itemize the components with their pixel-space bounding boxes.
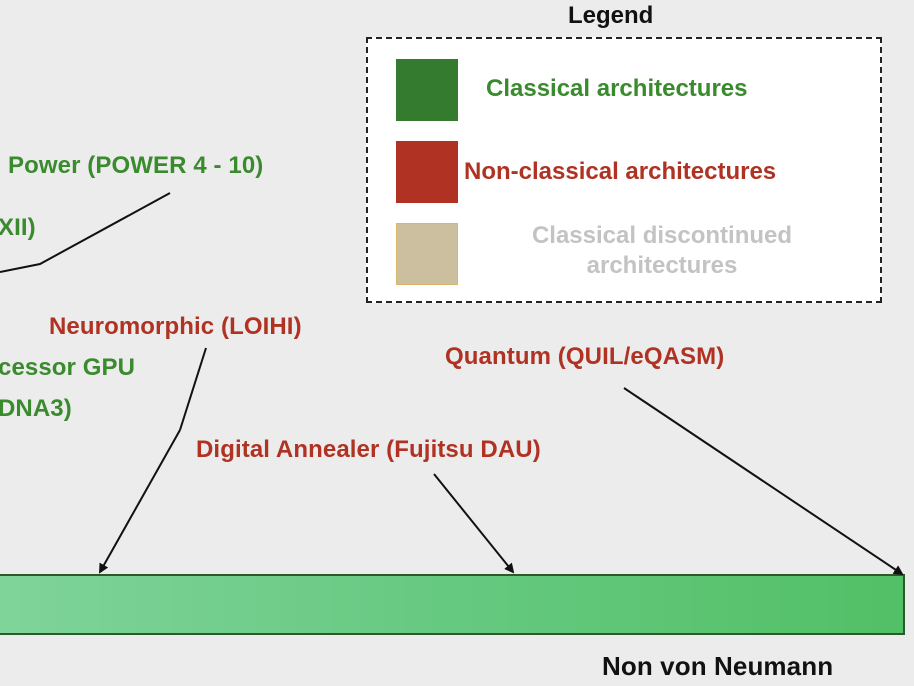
label-xii-fragment: XII): [0, 214, 36, 241]
label-processor-gpu-fragment: cessor GPU: [0, 354, 136, 381]
neuromorphic-arrow: [179, 347, 207, 431]
legend-title: Legend: [568, 2, 654, 29]
legend-box: Classical architectures Non-classical ar…: [366, 37, 882, 303]
digital-annealer-arrow: [433, 473, 515, 574]
label-neuromorphic: Neuromorphic (LOIHI): [49, 313, 302, 340]
label-dna3-fragment: DNA3): [0, 395, 72, 422]
quantum-arrow: [623, 387, 904, 576]
power-connector-line: [0, 192, 171, 273]
non-von-neumann-bar: [0, 574, 905, 635]
legend-label-non-classical: Non-classical architectures: [464, 158, 777, 185]
label-quantum: Quantum (QUIL/eQASM): [445, 343, 725, 370]
legend-swatch-classical: [396, 59, 458, 121]
legend-swatch-non-classical: [396, 141, 458, 203]
legend-swatch-discontinued: [396, 223, 458, 285]
label-power: Power (POWER 4 - 10): [8, 152, 264, 179]
legend-label-discontinued-line1: Classical discontinued: [531, 222, 793, 249]
label-non-von-neumann: Non von Neumann: [602, 651, 834, 681]
label-digital-annealer: Digital Annealer (Fujitsu DAU): [196, 436, 541, 463]
neuromorphic-arrow-lower: [99, 429, 181, 574]
legend-label-classical: Classical architectures: [486, 75, 748, 102]
legend-label-discontinued: Classical discontinued architectures: [488, 221, 836, 281]
legend-label-discontinued-line2: architectures: [586, 252, 738, 279]
